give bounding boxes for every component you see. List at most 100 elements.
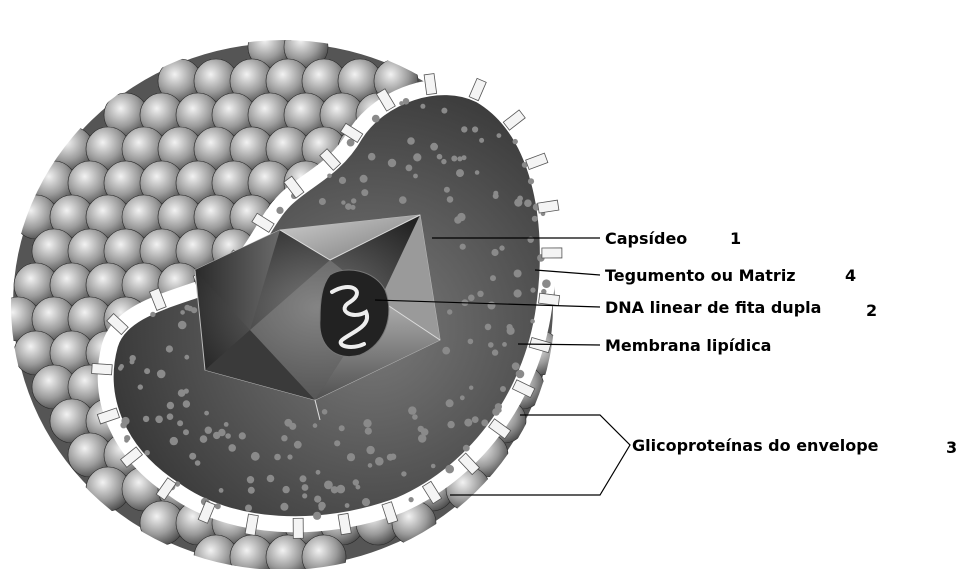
tegument-particle (479, 138, 484, 143)
tegument-particle (302, 493, 307, 498)
tegument-particle (327, 174, 332, 179)
tegument-particle (284, 419, 292, 427)
tegument-particle (491, 249, 498, 256)
tegument-particle (239, 432, 246, 439)
tegument-particle (313, 423, 318, 428)
tegument-particle (447, 196, 454, 203)
tegument-particle (446, 399, 454, 407)
tegument-particle (368, 153, 376, 161)
membrane-spike (424, 74, 437, 95)
tegument-particle (485, 324, 492, 331)
tegument-particle (334, 440, 340, 446)
tegument-particle (167, 402, 174, 409)
tegument-particle (488, 302, 496, 310)
label-tegument-number: 4 (845, 266, 856, 285)
tegument-particle (437, 154, 443, 160)
tegument-particle (456, 169, 464, 177)
tegument-particle (351, 198, 356, 203)
tegument-particle (442, 347, 450, 355)
tegument-particle (138, 384, 143, 389)
tegument-particle (532, 216, 538, 222)
tegument-particle (401, 471, 406, 476)
tegument-particle (528, 178, 534, 184)
tegument-particle (215, 503, 221, 509)
tegument-particle (184, 305, 190, 311)
tegument-particle (408, 406, 416, 414)
tegument-particle (457, 213, 465, 221)
tegument-particle (347, 453, 355, 461)
tegument-particle (530, 288, 535, 293)
tegument-particle (499, 245, 504, 250)
tegument-particle (420, 104, 425, 109)
tegument-particle (360, 175, 368, 183)
label-membrane: Membrana lipídica (605, 336, 771, 355)
tegument-particle (514, 289, 522, 297)
tegument-particle (468, 339, 474, 345)
tegument-particle (157, 370, 166, 379)
tegument-particle (366, 446, 374, 454)
tegument-particle (313, 512, 321, 520)
tegument-particle (280, 503, 288, 511)
label-capsid: Capsídeo (605, 229, 687, 248)
tegument-particle (412, 414, 418, 420)
tegument-particle (121, 417, 129, 425)
tegument-particle (363, 419, 371, 427)
tegument-particle (337, 485, 346, 494)
tegument-particle (461, 126, 467, 132)
tegument-particle (493, 193, 499, 199)
tegument-particle (219, 488, 224, 493)
tegument-particle (463, 445, 470, 452)
tegument-particle (460, 395, 465, 400)
tegument-particle (124, 438, 129, 443)
tegument-particle (345, 503, 350, 508)
tegument-particle (362, 498, 370, 506)
tegument-particle (225, 433, 231, 439)
tegument-particle (245, 505, 252, 512)
tegument-particle (403, 98, 410, 105)
tegument-particle (492, 349, 498, 355)
tegument-particle (183, 429, 189, 435)
tegument-particle (513, 139, 518, 144)
tegument-particle (451, 156, 457, 162)
tegument-particle (488, 342, 494, 348)
tegument-particle (413, 153, 421, 161)
tegument-particle (166, 345, 173, 352)
tegument-particle (281, 435, 287, 441)
tegument-particle (195, 460, 201, 466)
tegument-particle (469, 386, 473, 390)
tegument-particle (170, 437, 178, 445)
tegument-particle (387, 454, 394, 461)
label-capsid-number: 1 (730, 229, 741, 248)
tegument-particle (314, 496, 321, 503)
tegument-particle (282, 486, 289, 493)
tegument-particle (145, 450, 150, 455)
tegument-particle (468, 295, 475, 302)
tegument-particle (184, 355, 189, 360)
tegument-particle (322, 409, 328, 415)
tegument-particle (302, 484, 309, 491)
tegument-particle (274, 454, 281, 461)
tegument-particle (251, 452, 260, 461)
tegument-particle (155, 416, 163, 424)
tegument-particle (517, 196, 523, 202)
tegument-particle (497, 133, 502, 138)
tegument-particle (368, 463, 373, 468)
tegument-particle (418, 426, 424, 432)
tegument-particle (502, 342, 507, 347)
tegument-particle (224, 422, 229, 427)
tegument-particle (472, 416, 479, 423)
tegument-particle (300, 475, 307, 482)
tegument-particle (178, 321, 187, 330)
tegument-particle (524, 199, 532, 207)
tegument-particle (431, 464, 436, 469)
tegument-particle (339, 425, 345, 431)
tegument-particle (399, 196, 407, 204)
tegument-particle (150, 312, 155, 317)
tegument-particle (514, 270, 522, 278)
tegument-particle (447, 421, 454, 428)
membrane-spike (539, 293, 560, 305)
tegument-particle (218, 429, 225, 436)
tegument-particle (409, 497, 414, 502)
tegument-particle (200, 435, 208, 443)
